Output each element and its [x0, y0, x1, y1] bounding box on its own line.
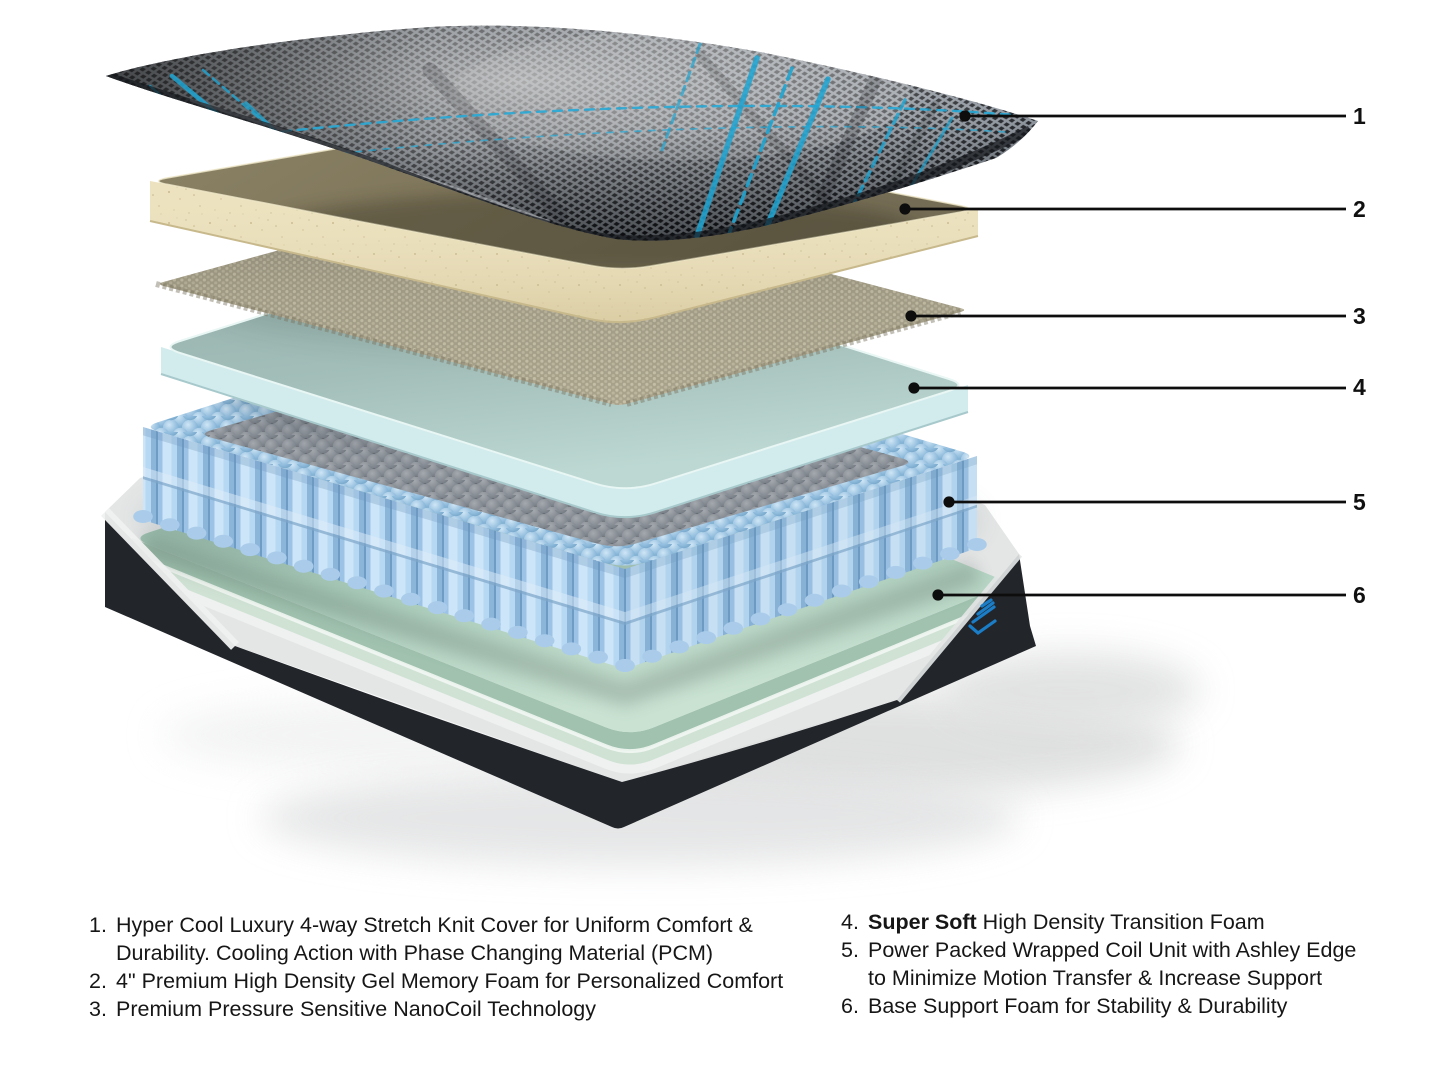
svg-text:3: 3	[1353, 303, 1366, 329]
svg-text:2: 2	[1353, 196, 1366, 222]
svg-text:1: 1	[1353, 103, 1366, 129]
svg-text:4: 4	[1353, 374, 1366, 400]
svg-text:5: 5	[1353, 489, 1366, 515]
svg-text:6: 6	[1353, 582, 1366, 608]
